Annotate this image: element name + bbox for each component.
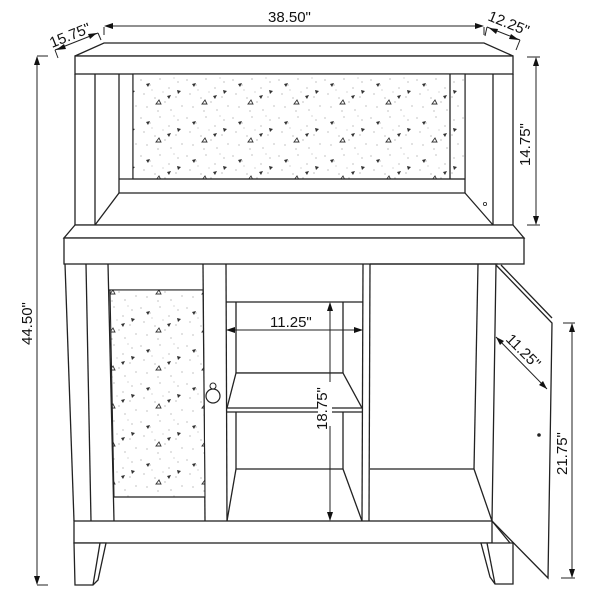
dimension-door-height: 21.75" [554, 322, 575, 579]
shelf-pin-hole [482, 201, 487, 206]
dim-hutch-height-label: 14.75" [517, 123, 534, 166]
dimension-top-depth-right: 12.25" [484, 8, 532, 51]
leg-right [480, 542, 514, 585]
hutch [74, 42, 514, 226]
dim-shelf-width-label: 11.25" [270, 314, 312, 331]
dimension-hutch-height: 14.75" [517, 56, 540, 226]
counter-top [62, 224, 526, 265]
door-knob[interactable] [205, 382, 221, 404]
dim-top-depth-left-label: 15.75" [47, 20, 93, 52]
lower-cabinet [64, 263, 553, 586]
dim-door-height-label: 21.75" [554, 432, 571, 475]
dim-shelf-height-label: 18.75" [314, 387, 331, 430]
hutch-glitter-back-panel [132, 73, 466, 180]
right-open-door[interactable] [370, 263, 553, 580]
door-glitter-panel [109, 289, 206, 498]
dimension-shelf-width: 11.25" [226, 314, 363, 333]
center-open-shelf [226, 301, 364, 522]
dimension-top-width: 38.50" [103, 9, 485, 35]
dimension-shelf-height: 18.75" [314, 302, 333, 521]
leg-left [73, 542, 107, 586]
dim-overall-height-label: 44.50" [19, 302, 36, 345]
hutch-top-bevel [74, 42, 514, 57]
dim-top-width-label: 38.50" [268, 9, 311, 26]
left-glitter-door[interactable] [107, 263, 221, 522]
base-rail [73, 520, 493, 544]
hutch-top-front [74, 55, 514, 75]
door-pull-dot [537, 433, 541, 437]
dimension-overall-height: 44.50" [19, 55, 48, 586]
